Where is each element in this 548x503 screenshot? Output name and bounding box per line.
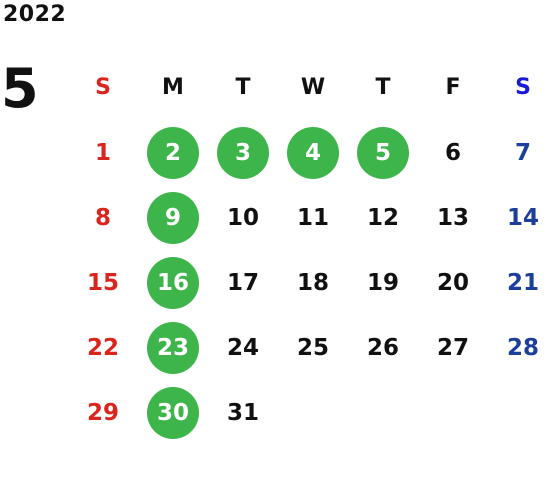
calendar-day-label: 2	[147, 126, 199, 179]
calendar-day-label: 11	[296, 204, 329, 231]
calendar-day: 18	[278, 250, 348, 315]
calendar-day: 8	[68, 185, 138, 250]
calendar-day-label: 18	[296, 269, 329, 296]
calendar-day: 25	[278, 315, 348, 380]
weekday-header: F	[445, 75, 461, 100]
calendar-day-highlighted: 30	[138, 380, 208, 445]
calendar-day-empty	[488, 380, 548, 445]
calendar-day-label: 21	[506, 269, 539, 296]
calendar-month: 5	[1, 57, 39, 120]
calendar-day-highlighted: 4	[278, 120, 348, 185]
weekday-header: S	[515, 75, 531, 100]
calendar-day-label	[427, 387, 479, 439]
calendar-day-label: 31	[226, 399, 259, 426]
calendar-day-label: 9	[147, 191, 199, 244]
calendar-day-label	[497, 387, 548, 439]
calendar-day-highlighted: 2	[138, 120, 208, 185]
calendar-day: 13	[418, 185, 488, 250]
calendar-day: 21	[488, 250, 548, 315]
calendar-day-empty	[278, 380, 348, 445]
calendar-day: 6	[418, 120, 488, 185]
weekday-header: M	[162, 75, 184, 100]
weekday-header: T	[375, 75, 391, 100]
calendar-day-label: 17	[226, 269, 259, 296]
calendar-day-highlighted: 3	[208, 120, 278, 185]
calendar-day: 28	[488, 315, 548, 380]
calendar-day-label	[357, 387, 409, 439]
calendar-day-highlighted: 9	[138, 185, 208, 250]
calendar-day-label: 16	[147, 256, 199, 309]
calendar-day: 20	[418, 250, 488, 315]
calendar-day-empty	[418, 380, 488, 445]
calendar-day-label: 29	[86, 399, 119, 426]
calendar-day-label: 26	[366, 334, 399, 361]
calendar-day: 24	[208, 315, 278, 380]
calendar-day-label: 14	[506, 204, 539, 231]
calendar-day-highlighted: 5	[348, 120, 418, 185]
calendar-day-label: 20	[436, 269, 469, 296]
calendar-day-empty	[348, 380, 418, 445]
calendar-day: 15	[68, 250, 138, 315]
calendar-day: 14	[488, 185, 548, 250]
calendar-day-label: 25	[296, 334, 329, 361]
calendar-day: 22	[68, 315, 138, 380]
calendar-day-label: 3	[217, 126, 269, 179]
calendar-day: 19	[348, 250, 418, 315]
calendar-day-label: 8	[94, 204, 111, 231]
calendar-day: 26	[348, 315, 418, 380]
calendar-day-label: 13	[436, 204, 469, 231]
calendar-day-highlighted: 16	[138, 250, 208, 315]
calendar-day-label: 15	[86, 269, 119, 296]
calendar-day: 1	[68, 120, 138, 185]
calendar-day: 17	[208, 250, 278, 315]
weekday-header: S	[95, 75, 111, 100]
calendar-day-label: 1	[94, 139, 111, 166]
calendar-day: 11	[278, 185, 348, 250]
calendar-day-label: 28	[506, 334, 539, 361]
calendar-day: 31	[208, 380, 278, 445]
calendar-day-label: 6	[444, 139, 461, 166]
calendar-year: 2022	[3, 2, 67, 27]
calendar-day-label: 7	[514, 139, 531, 166]
calendar-day-label: 27	[436, 334, 469, 361]
calendar-day-label: 10	[226, 204, 259, 231]
calendar-day-label: 19	[366, 269, 399, 296]
weekday-header: T	[235, 75, 251, 100]
calendar-day: 29	[68, 380, 138, 445]
calendar-day-label: 30	[147, 386, 199, 439]
calendar-day-label: 22	[86, 334, 119, 361]
calendar-day-label: 23	[147, 321, 199, 374]
calendar-day-highlighted: 23	[138, 315, 208, 380]
calendar-day: 12	[348, 185, 418, 250]
weekday-header: W	[300, 75, 326, 100]
calendar-day-label: 24	[226, 334, 259, 361]
calendar-day-label	[287, 387, 339, 439]
calendar-day-label: 4	[287, 126, 339, 179]
calendar-day: 10	[208, 185, 278, 250]
calendar-day-label: 12	[366, 204, 399, 231]
calendar-day: 7	[488, 120, 548, 185]
calendar-day-label: 5	[357, 126, 409, 179]
calendar-day: 27	[418, 315, 488, 380]
